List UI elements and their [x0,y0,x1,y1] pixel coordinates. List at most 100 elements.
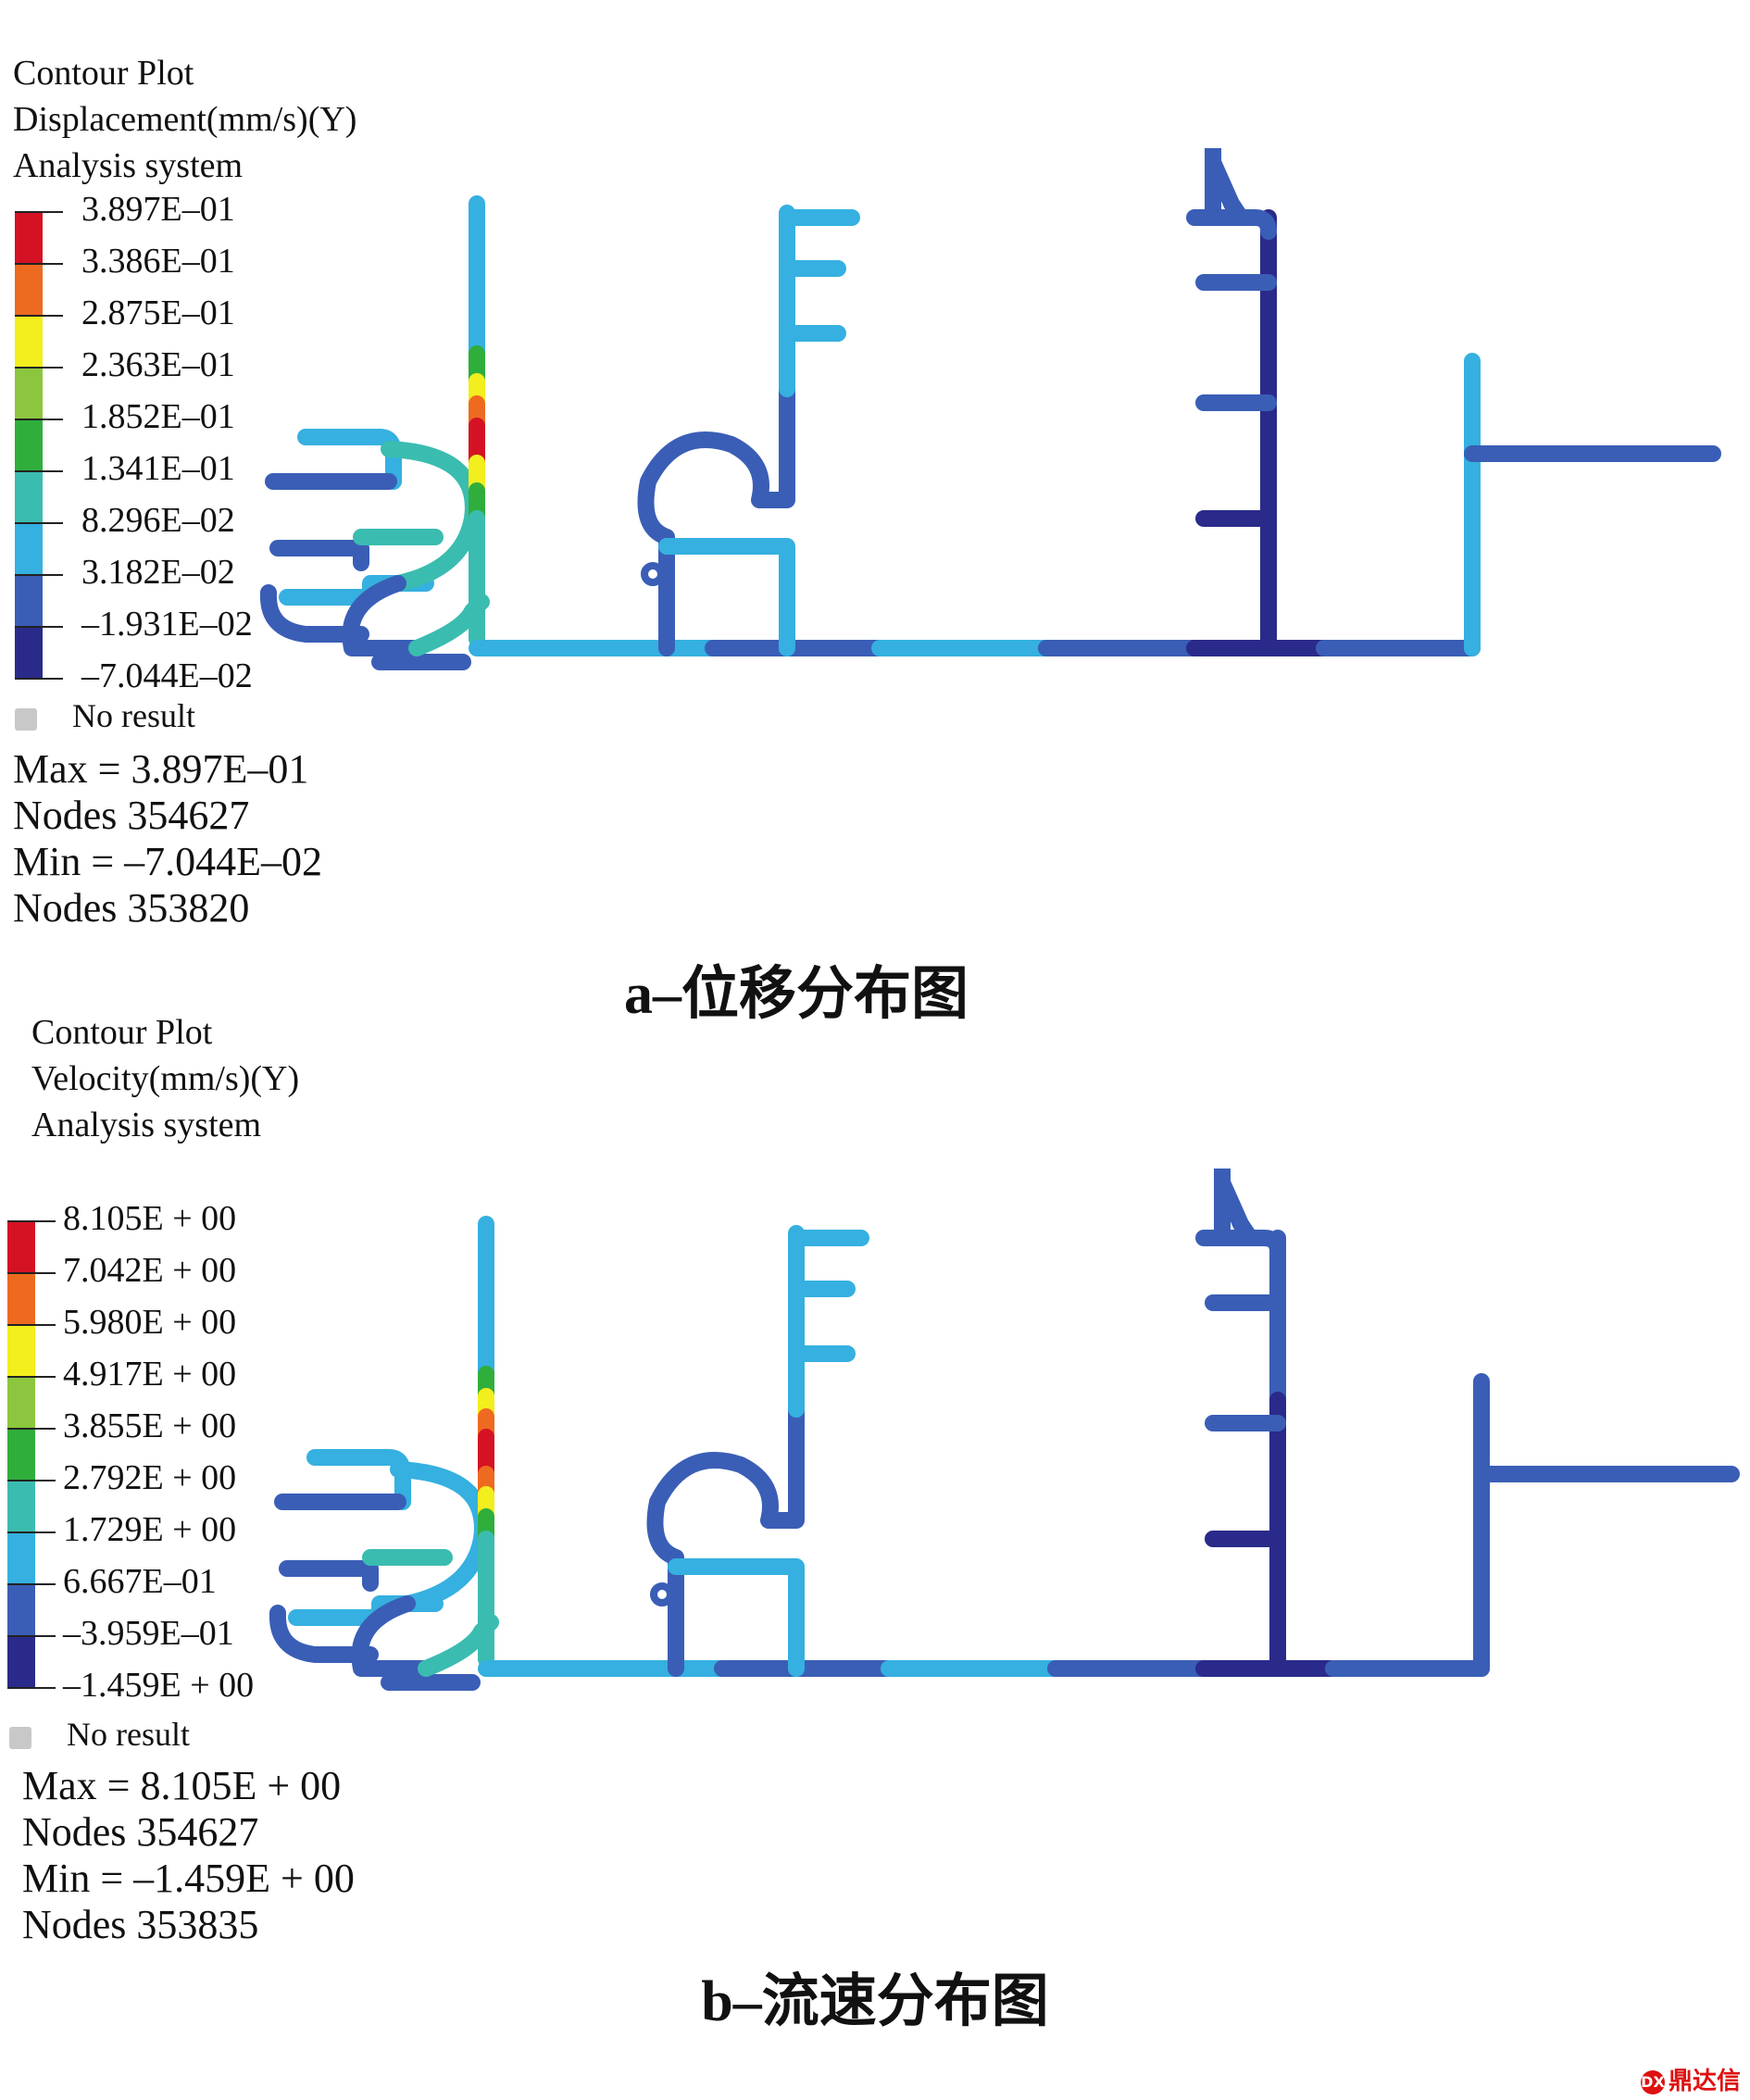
no-result-label: No result [72,697,195,734]
result-stats: Max = 3.897E–01 Nodes 354627 Min = –7.04… [13,746,322,931]
legend-tick: 4.917E + 00 [7,1355,304,1428]
seal-lip [279,1560,379,1592]
hook-dot [650,1582,674,1606]
seal-lip [259,584,369,643]
legend-tick-label: 2.363E–01 [81,345,235,384]
hook-box [668,1558,805,1677]
legend-tick: 3.182E–02 [15,553,311,626]
profile-contour-model [259,148,1721,670]
colorbar-segment [15,263,43,315]
no-result-legend: No result [15,696,195,735]
colorbar-segment [7,1531,35,1583]
seal-lip [269,1605,379,1663]
legend-tick-label: 2.792E + 00 [63,1458,237,1497]
colorbar-segment [15,470,43,522]
colorbar-segment [7,1480,35,1531]
seal-tail [351,1595,434,1677]
legend-title-line: Velocity(mm/s)(Y) [31,1059,300,1098]
no-result-legend: No result [9,1715,190,1754]
colorbar-segment [7,1428,35,1480]
profile-contour-model [269,1169,1740,1691]
seal-tail [342,575,425,656]
figure-caption: a–位移分布图 [623,963,969,1026]
hook-box [658,538,795,656]
legend-tick: 3.897E–01 [15,190,311,263]
hook-chamber [637,381,795,656]
colorbar-segment [15,211,43,263]
legend-tick: 1.729E + 00 [7,1510,304,1583]
legend-tick: –7.044E–02 [15,656,311,730]
watermark-text: 鼎达信 [1668,2068,1741,2095]
min-value: Min = –1.459E + 00 [22,1856,355,1901]
colorbar-segment [7,1376,35,1428]
legend-tick: –3.959E–01 [7,1614,304,1687]
legend-tick-label: 4.917E + 00 [63,1355,237,1394]
min-nodes: Nodes 353820 [13,885,250,931]
colorbar-segment [15,522,43,574]
legend-title-line: Analysis system [13,146,244,185]
no-result-label: No result [67,1716,190,1753]
colorbar-segment [15,574,43,626]
colorbar-segment [7,1324,35,1376]
legend-tick-label: –7.044E–02 [81,656,253,695]
legend-title-line: Contour Plot [13,54,194,93]
colorbar-segment [7,1635,35,1687]
legend-tick-label: –1.459E + 00 [63,1666,255,1705]
hook-dot [641,562,665,586]
legend-tick: 1.341E–01 [15,449,311,522]
min-value: Min = –7.044E–02 [13,839,323,884]
legend-tick: 2.875E–01 [15,294,311,367]
legend-tick-label: 3.386E–01 [81,242,235,281]
min-nodes: Nodes 353835 [22,1902,259,1947]
legend-tick-label: 7.042E + 00 [63,1251,237,1290]
legend-tick-label: 1.852E–01 [81,397,235,436]
legend-tick: 1.852E–01 [15,397,311,470]
legend-tick-label: 8.296E–02 [81,501,235,540]
comb-spike [1214,1174,1258,1246]
legend-tick-label: 3.182E–02 [81,553,235,592]
legend-tick: 8.105E + 00 [7,1199,304,1272]
colorbar-segment [15,315,43,367]
legend-tick-label: –3.959E–01 [63,1614,234,1653]
legend-title-line: Contour Plot [31,1013,213,1052]
legend-tick: 8.296E–02 [15,501,311,574]
legend-tick: 7.042E + 00 [7,1251,304,1324]
legend-title-line: Analysis system [31,1106,262,1144]
colorbar-segment [15,367,43,419]
comb-spike [1205,154,1249,226]
legend-tick-label: 2.875E–01 [81,294,235,332]
max-value: Max = 3.897E–01 [13,746,309,792]
no-result-swatch [9,1726,31,1749]
colorbar [15,211,43,678]
panel-displacement: Contour Plot Displacement(mm/s)(Y) Analy… [0,0,1750,1026]
result-stats: Max = 8.105E + 00 Nodes 354627 Min = –1.… [22,1763,355,1948]
max-value: Max = 8.105E + 00 [22,1763,342,1808]
seal-lip [269,540,369,571]
legend-tick: 2.363E–01 [15,345,311,419]
legend-tick: –1.931E–02 [15,605,311,678]
legend-tick-label: 5.980E + 00 [63,1303,237,1342]
comb-top [1186,209,1277,240]
colorbar-segment [15,626,43,678]
legend-tick-label: 6.667E–01 [63,1562,217,1601]
legend-tick-label: 3.855E + 00 [63,1406,237,1445]
comb-top [1195,1230,1286,1260]
hook-chamber [646,1401,805,1677]
legend-title: Contour Plot Displacement(mm/s)(Y) Analy… [13,50,356,189]
watermark-badge: DX [1640,2069,1665,2094]
legend-tick: 5.980E + 00 [7,1303,304,1376]
colorbar [7,1220,35,1687]
max-nodes: Nodes 354627 [22,1809,259,1855]
legend-tick: –1.459E + 00 [7,1666,304,1739]
legend-tick: 3.855E + 00 [7,1406,304,1480]
legend-tick: 2.792E + 00 [7,1458,304,1531]
legend-tick-label: 1.341E–01 [81,449,235,488]
colorbar-segment [15,419,43,470]
legend-title: Contour Plot Velocity(mm/s)(Y) Analysis … [31,1009,299,1148]
legend-tick-label: 8.105E + 00 [63,1199,237,1238]
figure-caption: b–流速分布图 [701,1970,1049,2033]
legend-tick: 6.667E–01 [7,1562,304,1635]
panel-velocity: Contour Plot Velocity(mm/s)(Y) Analysis … [0,1009,1750,2033]
legend-tick-label: –1.931E–02 [81,605,253,644]
